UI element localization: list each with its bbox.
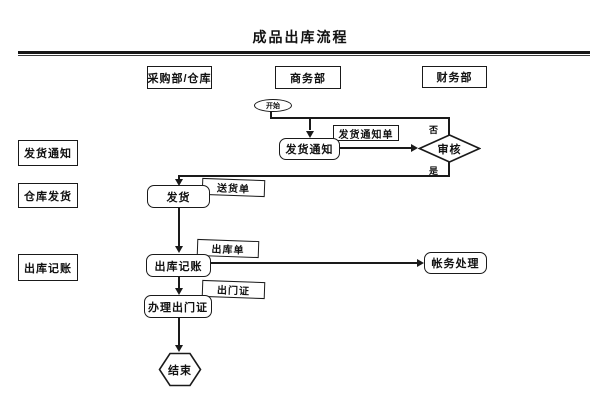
connector-no-branch-up bbox=[448, 117, 450, 135]
arrowhead-into-account bbox=[417, 259, 424, 267]
hexagon-shape-icon bbox=[158, 352, 202, 387]
process-exit-pass: 办理出门证 bbox=[144, 295, 212, 318]
arrowhead-into-shipping-notice bbox=[306, 131, 314, 138]
end-node: 结束 bbox=[158, 352, 202, 387]
connector-outbound-to-exitpass bbox=[178, 276, 180, 289]
process-outbound-entry: 出库记账 bbox=[146, 254, 211, 277]
delivery-note-doc: 送货单 bbox=[201, 177, 266, 198]
column-header-business-dept: 商务部 bbox=[275, 66, 341, 89]
shipping-notice-doc: 发货通知单 bbox=[333, 125, 399, 141]
phase-label-warehouse-shipping: 仓库发货 bbox=[18, 183, 78, 208]
diamond-shape-icon bbox=[418, 134, 481, 163]
connector-outbound-to-account bbox=[211, 262, 417, 264]
start-node: 开始 bbox=[254, 99, 292, 112]
arrowhead-into-outbound bbox=[175, 246, 183, 253]
connector-yes-horizontal bbox=[178, 175, 450, 177]
column-header-purchasing-warehouse: 采购部/仓库 bbox=[147, 66, 212, 89]
connector-into-ship bbox=[178, 175, 180, 180]
connector-yes-branch-down bbox=[448, 160, 450, 177]
title-divider bbox=[18, 51, 590, 56]
review-yes-label: 是 bbox=[429, 166, 439, 176]
process-shipping-notice: 发货通知 bbox=[279, 138, 340, 160]
review-no-label: 否 bbox=[429, 125, 439, 135]
connector-ship-to-outbound bbox=[178, 207, 180, 247]
arrowhead-into-review bbox=[411, 144, 418, 152]
exit-pass-doc: 出门证 bbox=[201, 279, 266, 300]
connector-top-horizontal bbox=[270, 117, 450, 119]
column-header-finance-dept: 财务部 bbox=[422, 66, 487, 88]
arrowhead-into-end bbox=[175, 345, 183, 352]
connector-into-shipping-notice bbox=[309, 117, 311, 130]
decision-review: 审核 bbox=[418, 134, 481, 163]
connector-start-down bbox=[270, 111, 272, 119]
connector-notice-to-review bbox=[340, 147, 411, 149]
arrowhead-into-ship bbox=[175, 179, 183, 186]
process-account-processing: 帐务处理 bbox=[424, 252, 487, 274]
process-ship: 发货 bbox=[147, 185, 210, 208]
end-node-label: 结束 bbox=[168, 364, 192, 377]
decision-review-label: 审核 bbox=[437, 143, 462, 156]
arrowhead-into-exitpass bbox=[175, 288, 183, 295]
connector-exitpass-to-end bbox=[178, 317, 180, 346]
phase-label-shipping-notice: 发货通知 bbox=[18, 140, 78, 166]
phase-label-outbound-entry: 出库记账 bbox=[18, 254, 78, 281]
page-title: 成品出库流程 bbox=[252, 29, 349, 45]
